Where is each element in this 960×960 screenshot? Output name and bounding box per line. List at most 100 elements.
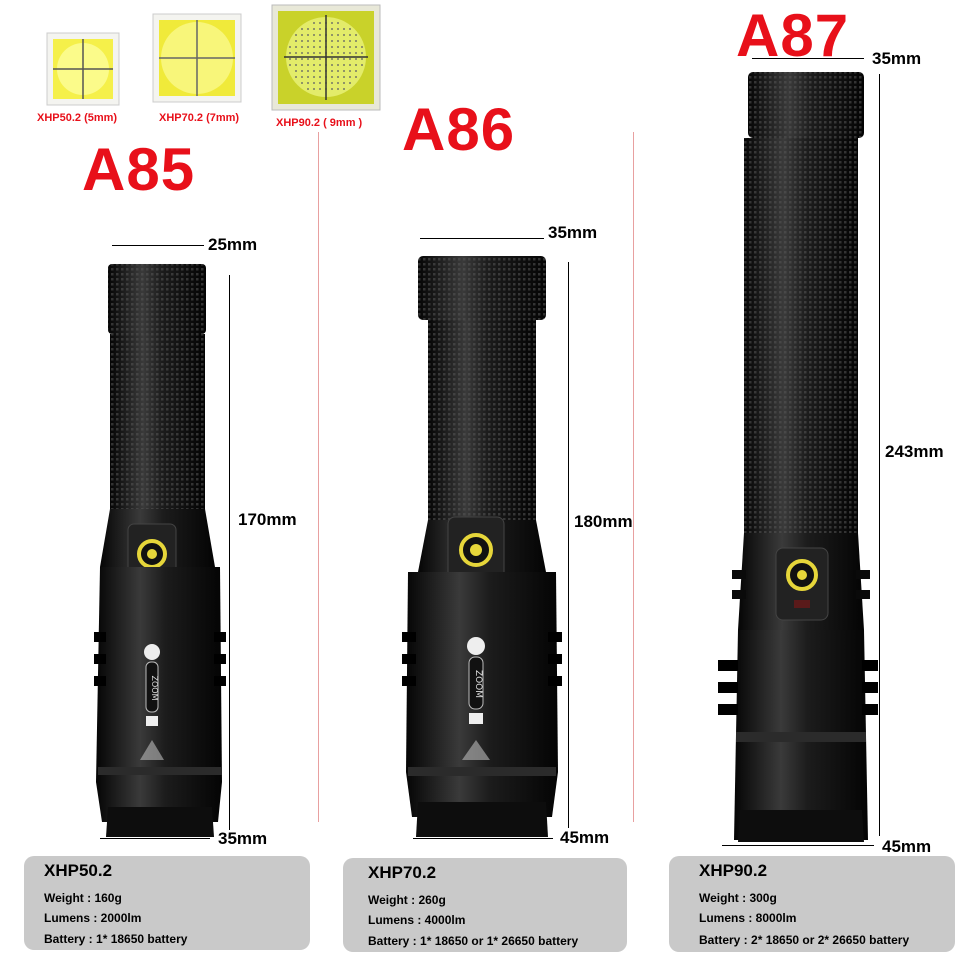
emitter-dot (331, 64, 333, 66)
led-caption-xhp50: XHP50.2 (5mm) (37, 112, 118, 124)
emitter-dot (337, 22, 339, 24)
emitter-dot (307, 28, 309, 30)
emitter-dot (343, 46, 345, 48)
emitter-dot (331, 22, 333, 24)
emitter-dot (337, 34, 339, 36)
led-xhp50-icon (46, 32, 120, 106)
emitter-dot (289, 58, 291, 60)
spec-weight-a87: Weight : 300g (699, 891, 777, 905)
emitter-dot (313, 70, 315, 72)
divider-left (318, 132, 319, 822)
emitter-dot (295, 40, 297, 42)
zoom-label-a86: ZOOM (473, 670, 483, 698)
emitter-dot (307, 58, 309, 60)
emitter-dot (313, 58, 315, 60)
spec-lumens-a86: Lumens : 4000lm (368, 913, 466, 927)
led-xhp70-icon (152, 13, 242, 103)
dim-a85-length: 170mm (238, 510, 297, 529)
spec-led-a87: XHP90.2 (699, 861, 768, 880)
led-xhp90-icon (271, 4, 381, 111)
emitter-dot (343, 40, 345, 42)
dim-line-a85-tail (100, 838, 210, 839)
emitter-dot (349, 64, 351, 66)
emitter-dot (319, 58, 321, 60)
spec-led-a86: XHP70.2 (368, 863, 437, 882)
emitter-dot (301, 76, 303, 78)
dim-a86-tail-width: 45mm (560, 828, 610, 847)
emitter-dot (337, 82, 339, 84)
emitter-dot (361, 46, 363, 48)
emitter-dot (331, 70, 333, 72)
emitter-dot (319, 82, 321, 84)
emitter-dot (307, 34, 309, 36)
emitter-dot (313, 28, 315, 30)
emitter-dot (319, 88, 321, 90)
spec-battery-a87: Battery : 2* 18650 or 2* 26650 battery (699, 933, 910, 947)
dim-line-a87-length (879, 74, 880, 836)
emitter-dot (355, 64, 357, 66)
emitter-dot (307, 52, 309, 54)
emitter-dot (301, 82, 303, 84)
emitter-dot (331, 82, 333, 84)
spec-battery-a85: Battery : 1* 18650 battery (44, 932, 188, 946)
emitter-dot (361, 58, 363, 60)
emitter-dot (295, 52, 297, 54)
emitter-dot (319, 40, 321, 42)
emitter-dot (301, 70, 303, 72)
emitter-dot (349, 34, 351, 36)
emitter-dot (307, 76, 309, 78)
emitter-dot (361, 52, 363, 54)
dim-line-a87-tail (722, 845, 874, 846)
dim-a87-length: 243mm (885, 442, 944, 461)
emitter-dot (331, 28, 333, 30)
model-title-a87: A87 (736, 2, 850, 69)
spec-lumens-a87: Lumens : 8000lm (699, 911, 797, 925)
emitter-dot (355, 76, 357, 78)
emitter-dot (319, 76, 321, 78)
emitter-dot (295, 46, 297, 48)
emitter-dot (301, 46, 303, 48)
emitter-dot (337, 64, 339, 66)
emitter-dot (319, 34, 321, 36)
dim-a87-head-width: 35mm (872, 49, 922, 68)
emitter-dot (331, 46, 333, 48)
emitter-dot (343, 28, 345, 30)
emitter-dot (343, 58, 345, 60)
emitter-dot (343, 82, 345, 84)
emitter-dot (337, 40, 339, 42)
dim-line-a86-head (420, 238, 544, 239)
spec-card-a87: XHP90.2 Weight : 300g Lumens : 8000lm Ba… (669, 856, 955, 952)
dim-a85-tail-width: 35mm (218, 829, 268, 848)
emitter-dot (349, 58, 351, 60)
emitter-dot (331, 88, 333, 90)
emitter-dot (307, 40, 309, 42)
emitter-dot (343, 34, 345, 36)
emitter-dot (331, 76, 333, 78)
spec-led-a85: XHP50.2 (44, 861, 113, 880)
emitter-dot (361, 64, 363, 66)
dim-line-a85-head (112, 245, 204, 246)
emitter-dot (337, 28, 339, 30)
led-caption-xhp70: XHP70.2 (7mm) (159, 112, 240, 124)
emitter-dot (289, 52, 291, 54)
emitter-dot (343, 52, 345, 54)
spec-lumens-a85: Lumens : 2000lm (44, 911, 142, 925)
emitter-dot (337, 88, 339, 90)
emitter-dot (355, 34, 357, 36)
led-chip-xhp70 (152, 13, 242, 103)
emitter-dot (295, 34, 297, 36)
spec-card-a85: XHP50.2 Weight : 160g Lumens : 2000lm Ba… (24, 856, 310, 950)
emitter-dot (295, 70, 297, 72)
emitter-dot (307, 70, 309, 72)
emitter-dot (301, 64, 303, 66)
emitter-dot (307, 88, 309, 90)
emitter-dot (319, 46, 321, 48)
emitter-dot (301, 58, 303, 60)
emitter-dot (331, 40, 333, 42)
emitter-dot (355, 46, 357, 48)
dim-a87-tail-width: 45mm (882, 837, 932, 856)
dim-line-a85-length (229, 275, 230, 830)
emitter-dot (295, 76, 297, 78)
dim-line-a87-head (752, 58, 864, 59)
dim-a86-length: 180mm (574, 512, 633, 531)
